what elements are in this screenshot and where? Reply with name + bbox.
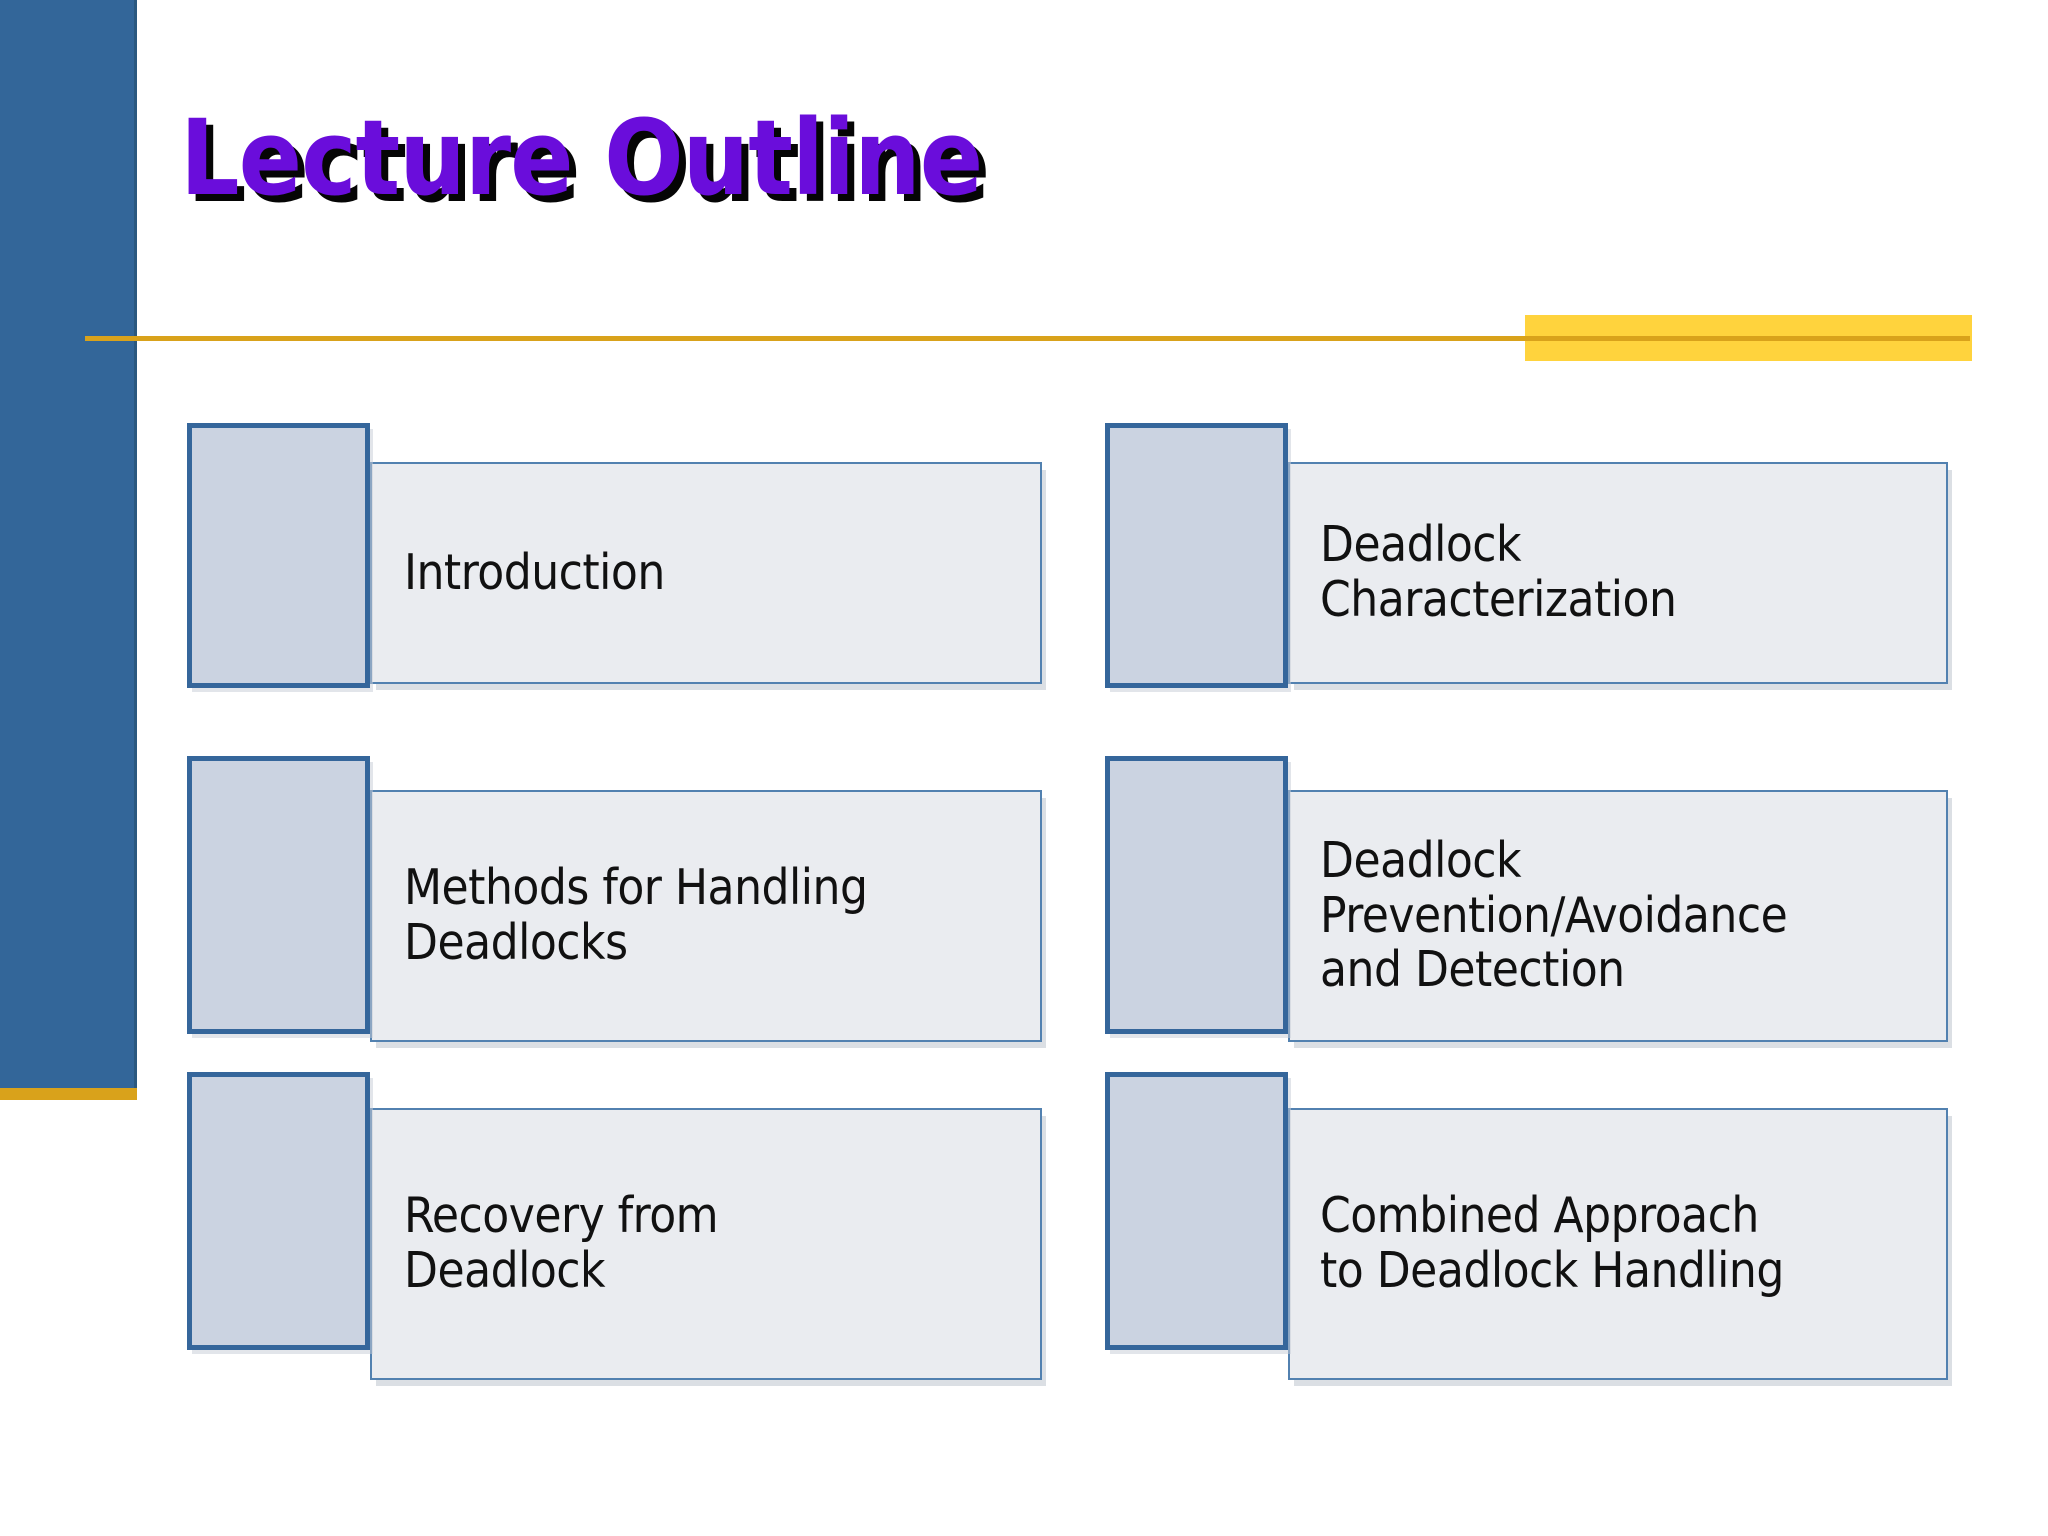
outline-item-panel[interactable]: Methods for Handling Deadlocks xyxy=(370,790,1042,1042)
outline-item-label: Methods for Handling Deadlocks xyxy=(404,859,868,971)
outline-item-label: Deadlock Characterization xyxy=(1320,516,1677,628)
outline-item-panel[interactable]: Deadlock Prevention/Avoidance and Detect… xyxy=(1288,790,1948,1042)
page-title: Lecture Outline xyxy=(180,97,983,219)
title-divider-rule xyxy=(85,336,1970,341)
outline-item-tab[interactable] xyxy=(1105,423,1288,688)
outline-item-label: Recovery from Deadlock xyxy=(404,1187,719,1299)
outline-item-tab[interactable] xyxy=(187,423,370,688)
outline-item-panel[interactable]: Deadlock Characterization xyxy=(1288,462,1948,684)
outline-item-tab[interactable] xyxy=(187,756,370,1034)
outline-item-tab[interactable] xyxy=(1105,1072,1288,1350)
outline-item-tab[interactable] xyxy=(187,1072,370,1350)
outline-item-panel[interactable]: Recovery from Deadlock xyxy=(370,1108,1042,1380)
outline-item-tab[interactable] xyxy=(1105,756,1288,1034)
outline-item-label: Deadlock Prevention/Avoidance and Detect… xyxy=(1320,831,1788,999)
outline-item-label: Combined Approach to Deadlock Handling xyxy=(1320,1187,1784,1299)
outline-item-label: Introduction xyxy=(404,543,665,601)
sidebar-accent-bar xyxy=(0,0,137,1088)
outline-item-panel[interactable]: Combined Approach to Deadlock Handling xyxy=(1288,1108,1948,1380)
outline-item-panel[interactable]: Introduction xyxy=(370,462,1042,684)
sidebar-gold-footer xyxy=(0,1088,137,1100)
